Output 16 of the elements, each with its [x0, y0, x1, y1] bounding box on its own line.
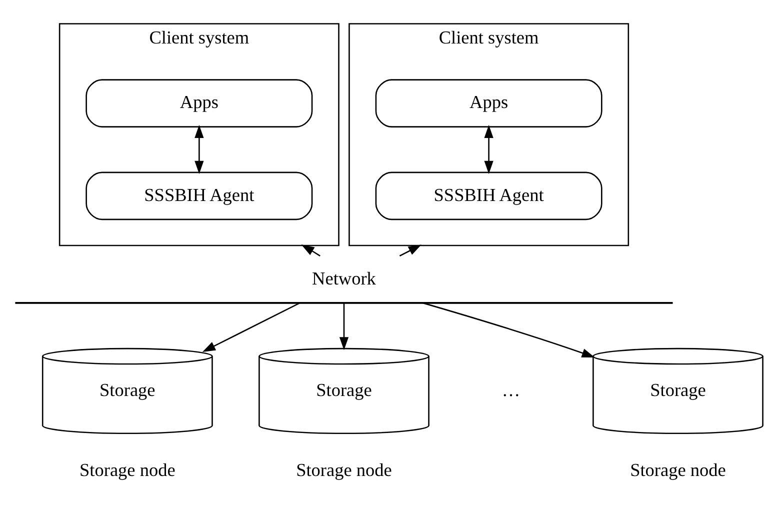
arrow	[301, 244, 320, 256]
arrow	[339, 303, 349, 350]
arrow	[202, 302, 300, 352]
node-box: Apps	[86, 79, 313, 128]
label: …	[502, 380, 520, 400]
arrow	[422, 302, 595, 358]
arrow	[194, 124, 204, 174]
node-label: Storage node	[630, 460, 726, 480]
arrow	[399, 244, 422, 256]
node-box: SSSBIH Agent	[375, 172, 602, 220]
node-box: Apps	[375, 79, 602, 128]
node-box: SSSBIH Agent	[86, 172, 313, 220]
node-label: Storage node	[296, 460, 392, 480]
node-text: Network	[312, 268, 376, 288]
arrow	[484, 124, 494, 174]
node-label: Storage node	[80, 460, 176, 480]
